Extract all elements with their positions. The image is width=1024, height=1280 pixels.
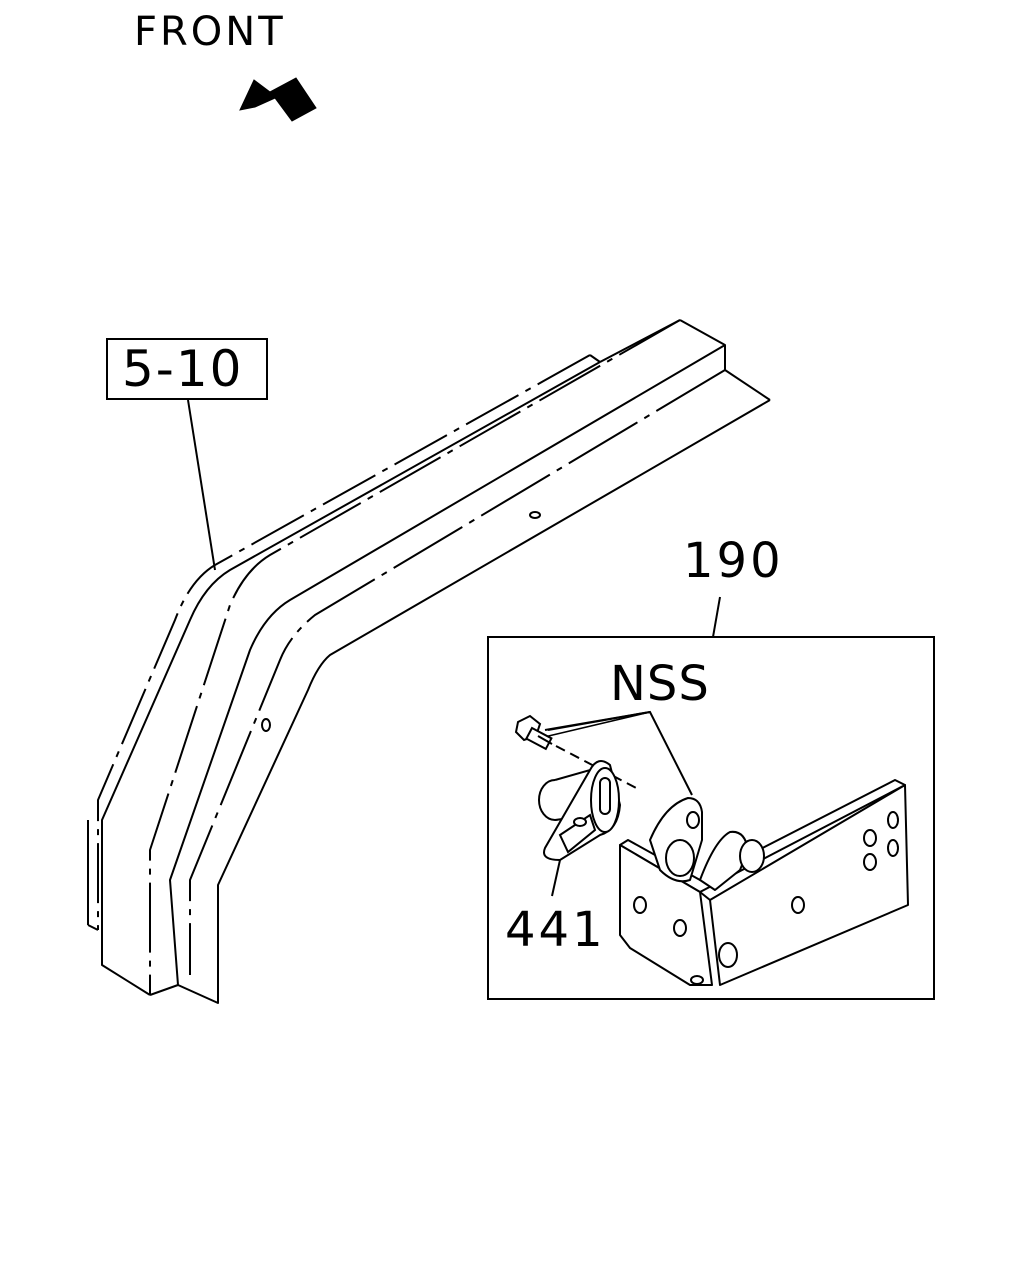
part-number-441[interactable]: 441	[505, 902, 606, 958]
front-label: FRONT	[134, 9, 286, 55]
part-441-roller	[539, 761, 620, 860]
part-label-nss[interactable]: NSS	[610, 656, 710, 712]
nss-leaders	[540, 712, 692, 795]
front-arrow-icon	[240, 78, 316, 121]
ref-leader-line	[188, 400, 215, 570]
detail-frame	[488, 637, 934, 999]
reference-number[interactable]: 5-10	[122, 340, 244, 398]
part-441-leader-line	[552, 860, 560, 896]
detail-leader-line	[713, 597, 720, 637]
bracket-assembly	[620, 780, 908, 985]
bolt-part	[516, 716, 640, 790]
reference-box[interactable]	[106, 338, 268, 400]
part-number-190[interactable]: 190	[683, 533, 784, 589]
frame-rail	[88, 320, 770, 1003]
